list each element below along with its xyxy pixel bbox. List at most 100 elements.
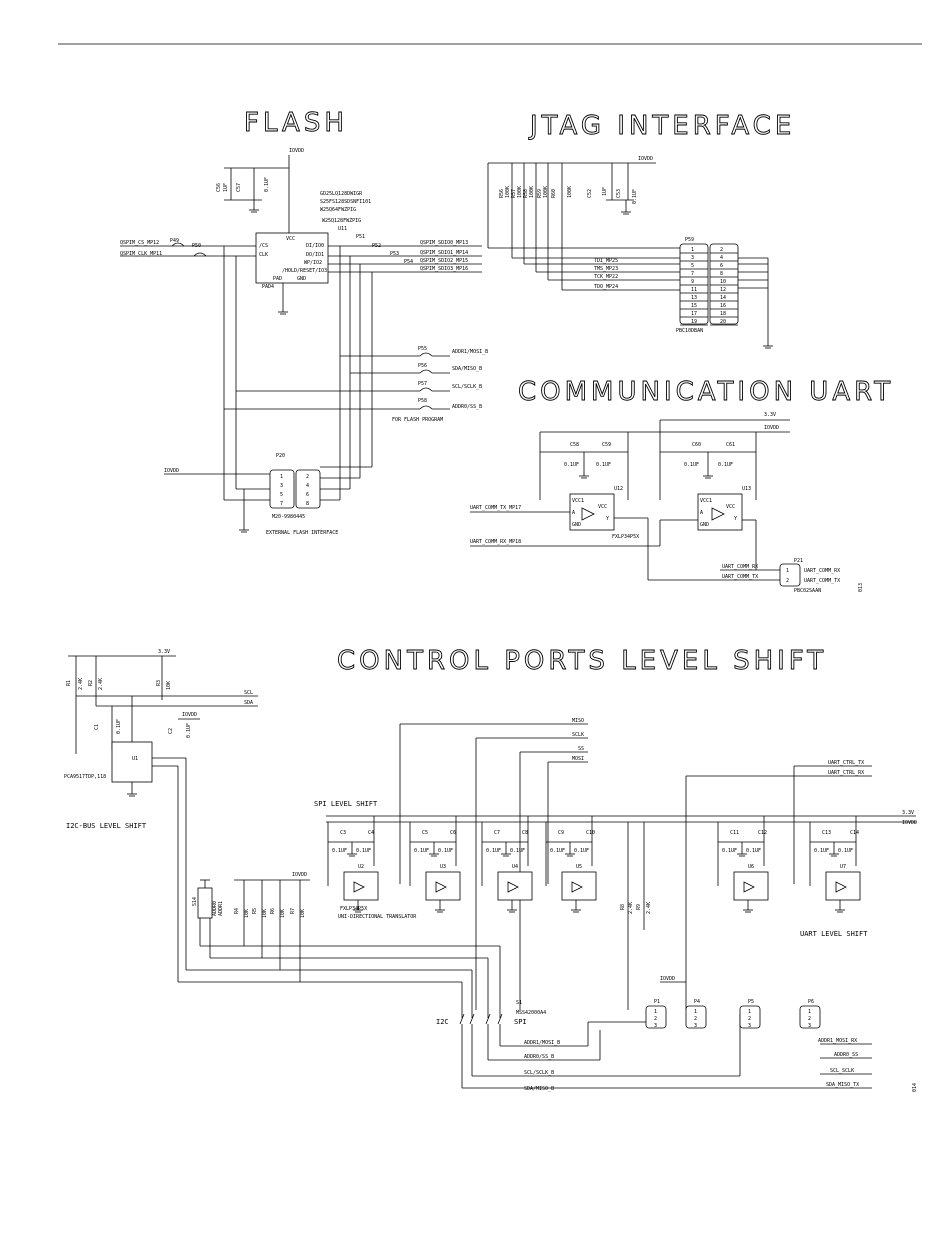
uart-u13-vcc: VCC [726,504,735,510]
jtag-cap-c53: C53 [616,189,622,198]
spi-part: FXLP34P5X [340,906,367,912]
flash-header-note: EXTERNAL FLASH INTERFACE [266,530,338,536]
uart-u12-ref: U12 [614,486,623,492]
flash-header-p20: P20 IOVDD 1 3 5 7 2 4 6 8 M20-9980445 EX… [164,453,372,536]
dip-switch-body[interactable] [197,887,213,919]
flash-prog-net-2: SDA/MISO_B [452,366,482,372]
header-body [645,1005,667,1029]
flash-fuse-p54: P54 [404,259,413,265]
ctrl-r6-val: 10K [280,909,286,918]
cap-C8: C8 [522,830,528,836]
control-iovdd: IOVDD [292,872,307,878]
header-pin-3: 3 [748,1023,751,1029]
spi-section-label: SPI LEVEL SHIFT [314,800,378,808]
jtag-header-right [709,243,739,325]
dip-addr0: ADDR0 [212,901,218,916]
header-pin-2: 2 [748,1016,751,1022]
uart-hdr-net-tx-right: UART_COMM_TX [804,578,840,584]
flash-fuse-p53: P53 [390,251,399,257]
uart-u12-vcc1: VCC1 [572,498,584,504]
uart-rail-33: 3.3V [764,412,776,418]
jtag-pin-8: 8 [720,271,723,277]
jtag-pin-14: 14 [720,295,726,301]
uart-rail-io: IOVDD [764,425,779,431]
flash-net-io1: QSPIM_SDIO1_MP14 [420,250,468,256]
flash-header-power: IOVDD [164,468,179,474]
cap-value: 0.1UF [574,848,589,854]
uart-ls-r9: R9 [636,904,642,910]
jtag-net-tdi: TDI_MP25 [594,258,618,264]
flash-hdr-l3: 3 [280,483,283,489]
header-pin-1: 1 [694,1009,697,1015]
jtag-pin-3: 3 [691,255,694,261]
ctrl-r4-val: 10K [244,909,250,918]
ic-ref: U7 [840,864,846,870]
cap-value: 0.1UF [414,848,429,854]
spi-net-ss: SS [578,746,584,752]
bottom-net-4: SDA/MISO_B [524,1086,554,1092]
flash-net-io0: QSPIM_SDIO0_MP13 [420,240,468,246]
i2c-ic-u1 [111,741,153,783]
uart-u13-buffer-icon [711,507,725,521]
i2c-level-shift: 3.3V R1 2.4K R2 2.4K R3 10K SCL SDA C1 0… [64,649,258,982]
flash-part-2: S25FS128SDSNFI101 [320,199,371,205]
flash-hdr-r4: 4 [306,483,309,489]
header-pin-1: 1 [654,1009,657,1015]
uart-cap-c61: C61 [726,442,735,448]
flash-net-io2: QSPIM_SDIO2_MP15 [420,258,468,264]
jtag-power-label: IOVDD [638,156,653,162]
buffer-icon [353,881,365,893]
jtag-pin-13: 13 [691,295,697,301]
header-pin-1: 1 [748,1009,751,1015]
uart-cap-c60: C60 [692,442,701,448]
control-title: CONTROL PORTS LEVEL SHIFT [337,646,827,676]
cap-C7: C7 [494,830,500,836]
flash-prog-p57: P57 [418,381,427,387]
buffer-icon [507,881,519,893]
uart-u12-buffer-icon [581,507,595,521]
cap-value: 0.1UF [722,848,737,854]
i2c-r3-val: 10K [166,681,172,690]
jtag-section: IOVDD R56 R57 R58 R59 R60 100K 100K 100K… [487,156,773,349]
cap-value: 0.1UF [814,848,829,854]
cap-value: 0.1UF [510,848,525,854]
ctrl-r7-val: 10K [300,909,306,918]
flash-net-io3: QSPIM_SDIO3_MP16 [420,266,468,272]
ic-ref: U6 [748,864,754,870]
uart-tx-net: UART_COMM_TX_MP17 [470,505,521,511]
ic-ref: U4 [512,864,518,870]
flash-title: FLASH [244,108,348,138]
flash-part-3: W25Q64FWZPIG [320,207,356,213]
cap-value: 0.1UF [746,848,761,854]
jtag-pin-6: 6 [720,263,723,269]
jtag-pin-11: 11 [691,287,697,293]
flash-header-ref: P20 [276,453,285,459]
control-rail-33: 3.3V [902,810,914,816]
flash-cap-c57: C57 [236,183,242,192]
jtag-title: JTAG INTERFACE [528,111,795,141]
jtag-r56: R56 [499,189,505,198]
spi-net-sclk: SCLK [572,732,584,738]
spi-net-mosi: MOSI [572,756,584,762]
right-net-4: SDA_MISO_TX [826,1082,859,1088]
uart-ls-r8-val: 2.4K [628,902,634,914]
cap-C14: C14 [850,830,859,836]
cap-C11: C11 [730,830,739,836]
jtag-r58: R58 [523,189,529,198]
flash-prog-p55: P55 [418,346,427,352]
uart-u13-a: A [700,510,703,516]
uart-cap-c58: C58 [570,442,579,448]
flash-cap-c56: C56 [216,183,222,192]
control-right-nets: ADDR1_MOSI_RX ADDR0_SS SCL_SCLK SDA_MISO… [818,1038,872,1088]
uart-header-p21 [779,563,801,587]
uart-cap-c59: C59 [602,442,611,448]
jtag-cap-c52: C52 [587,189,593,198]
flash-hdr-l1: 1 [280,474,283,480]
header-ref: P5 [748,999,754,1005]
flash-vcc: VCC [286,236,295,242]
